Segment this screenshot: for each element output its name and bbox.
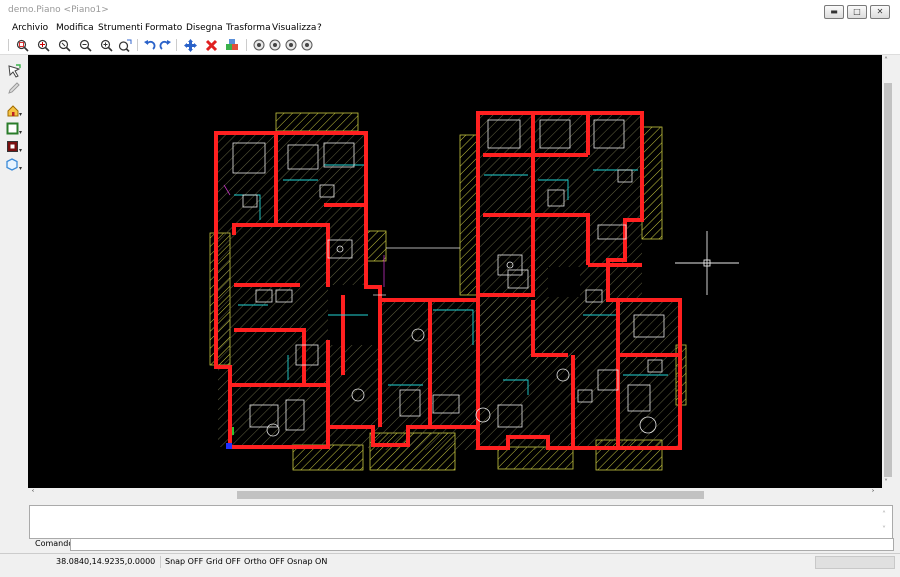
zoom-extents-icon[interactable] <box>36 38 50 52</box>
undo-icon[interactable] <box>142 38 156 52</box>
delete-icon[interactable] <box>204 38 218 52</box>
svg-text:▾: ▾ <box>19 165 22 172</box>
menu-bar: Archivio Modifica Strumenti Formato Dise… <box>0 22 900 36</box>
left-toolbar: ▾ ▾ ▾ ▾ <box>0 55 28 488</box>
scroll-left-icon[interactable]: ˂ <box>31 489 35 498</box>
scroll-right-icon[interactable]: ˃ <box>871 489 875 498</box>
menu-strumenti[interactable]: Strumenti <box>98 23 143 33</box>
status-bar: 38.0840,14.9235,0.0000 Snap OFF Grid OFF… <box>0 553 900 570</box>
command-input[interactable] <box>70 538 894 551</box>
zoom-window-icon[interactable] <box>15 38 29 52</box>
ortho-toggle[interactable]: Ortho OFF <box>244 557 285 566</box>
wall-icon[interactable]: ▾ <box>5 121 23 137</box>
interior-lines <box>234 164 668 395</box>
layer-icon[interactable] <box>225 38 239 52</box>
accent-marks <box>223 184 385 449</box>
select-icon[interactable] <box>5 63 23 79</box>
block-icon[interactable]: ▾ <box>5 139 23 155</box>
history-scroll-up-icon[interactable]: ˄ <box>882 510 886 519</box>
svg-text:▾: ▾ <box>19 147 22 154</box>
scroll-down-icon[interactable]: ˅ <box>884 478 888 487</box>
coordinates-readout: 38.0840,14.9235,0.0000 <box>56 557 156 566</box>
menu-visualizza[interactable]: Visualizza <box>272 23 317 33</box>
command-history: ˄ ˅ <box>29 505 893 539</box>
menu-disegna[interactable]: Disegna <box>186 23 223 33</box>
toolbar-separator <box>8 39 9 51</box>
maximize-icon[interactable]: □ <box>847 5 867 19</box>
window-title: demo.Piano <Piano1> <box>8 5 109 15</box>
minimize-icon[interactable]: ▬ <box>824 5 844 19</box>
zoom-in-icon[interactable] <box>99 38 113 52</box>
horizontal-scrollbar[interactable]: ˂ ˃ <box>28 488 882 501</box>
command-label: Comando : <box>35 539 79 548</box>
drawing-canvas[interactable] <box>28 55 882 488</box>
zoom-out-icon[interactable] <box>78 38 92 52</box>
svg-text:▾: ▾ <box>19 129 22 136</box>
snap-toggle[interactable]: Snap OFF <box>165 557 204 566</box>
pan-icon[interactable] <box>183 38 197 52</box>
menu-modifica[interactable]: Modifica <box>56 23 94 33</box>
room-icon[interactable]: ▾ <box>5 103 23 119</box>
walls <box>214 111 682 450</box>
view-2-icon[interactable] <box>268 38 282 52</box>
redo-icon[interactable] <box>158 38 172 52</box>
view-1-icon[interactable] <box>252 38 266 52</box>
osnap-toggle[interactable]: Osnap ON <box>287 557 328 566</box>
polygon-icon[interactable]: ▾ <box>5 157 23 173</box>
window-controls: ▬ □ ✕ <box>824 5 890 19</box>
status-separator <box>160 556 161 568</box>
toolbar-separator <box>246 39 247 51</box>
history-scroll-down-icon[interactable]: ˅ <box>882 525 886 534</box>
crosshair-cursor <box>675 231 739 295</box>
zoom-previous-icon[interactable] <box>118 38 132 52</box>
command-row: Comando : <box>0 537 900 551</box>
pencil-icon[interactable] <box>5 80 23 96</box>
scroll-up-icon[interactable]: ˄ <box>884 56 888 65</box>
grid-toggle[interactable]: Grid OFF <box>206 557 241 566</box>
title-bar: demo.Piano <Piano1> ▬ □ ✕ <box>0 0 900 23</box>
main-toolbar <box>0 36 900 55</box>
vertical-scrollbar[interactable]: ˄ ˅ <box>882 55 894 488</box>
vertical-scroll-thumb[interactable] <box>884 83 892 477</box>
furniture <box>232 119 665 437</box>
zoom-realtime-icon[interactable] <box>57 38 71 52</box>
view-4-icon[interactable] <box>300 38 314 52</box>
toolbar-separator <box>176 39 177 51</box>
status-panel <box>815 556 895 569</box>
view-3-icon[interactable] <box>284 38 298 52</box>
menu-help[interactable]: ? <box>317 23 322 33</box>
menu-formato[interactable]: Formato <box>145 23 183 33</box>
close-icon[interactable]: ✕ <box>870 5 890 19</box>
menu-archivio[interactable]: Archivio <box>12 23 49 33</box>
menu-trasforma[interactable]: Trasforma <box>226 23 271 33</box>
floor-plan-drawing <box>209 111 739 471</box>
toolbar-separator <box>137 39 138 51</box>
connector-lines <box>373 247 460 296</box>
horizontal-scroll-thumb[interactable] <box>237 491 704 499</box>
svg-text:▾: ▾ <box>19 111 22 118</box>
